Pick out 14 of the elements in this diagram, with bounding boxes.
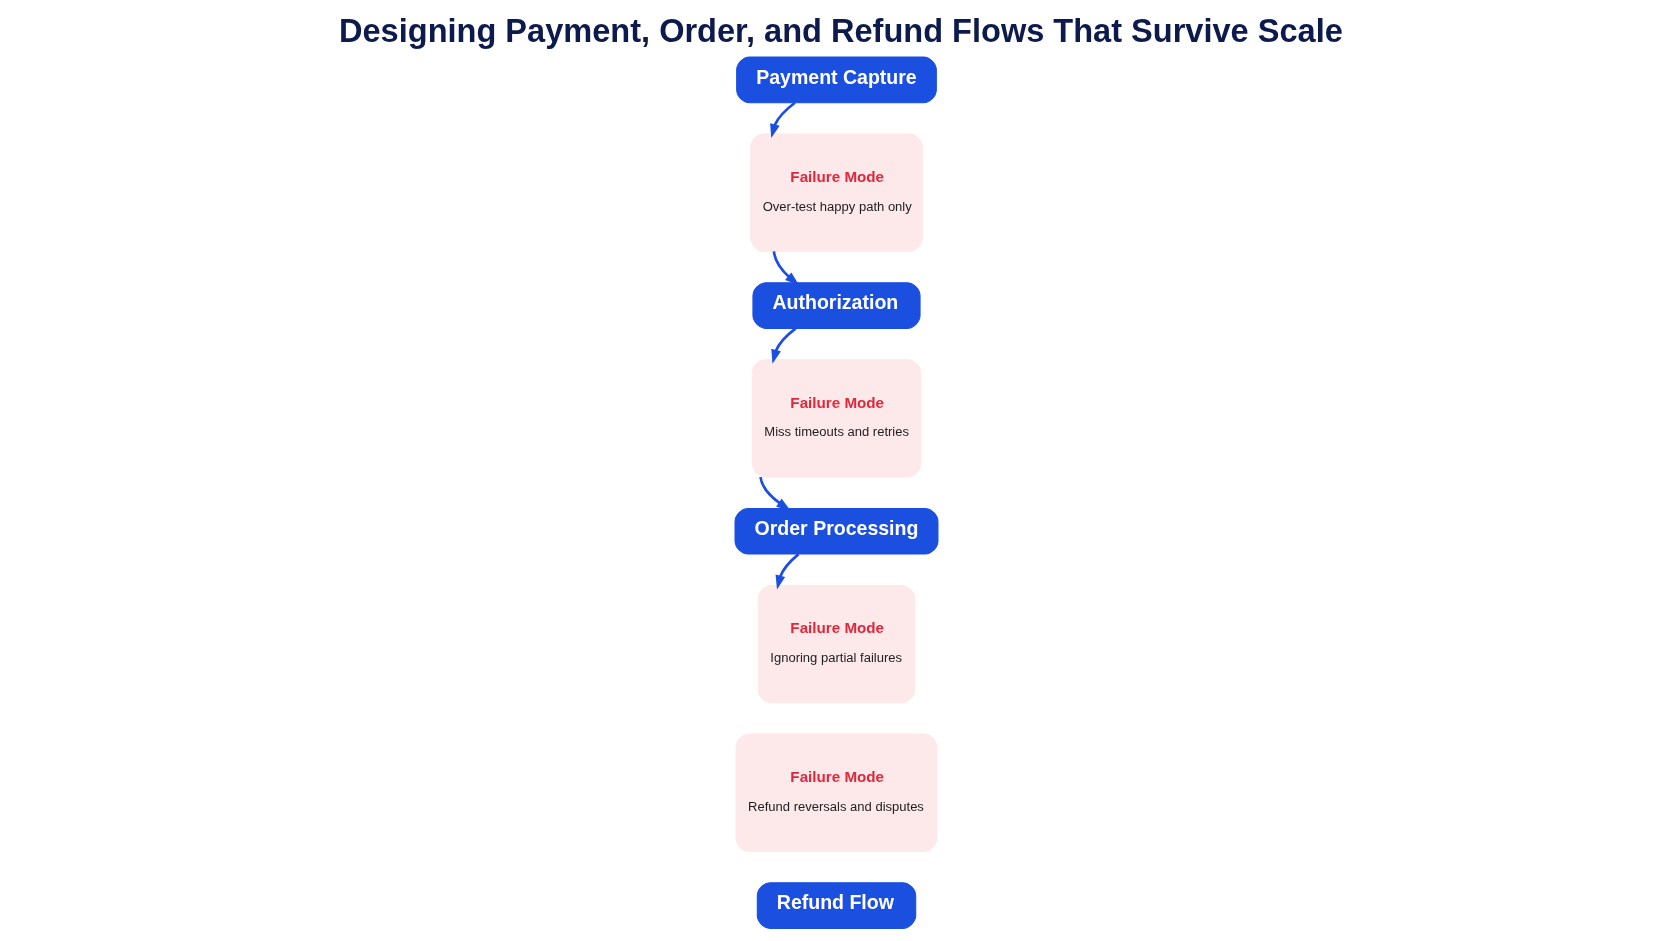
node-box: Failure Mode Ignoring partial failures: [757, 584, 915, 704]
node-box: Failure Mode Miss timeouts and retries: [751, 359, 921, 478]
node-box: Authorization: [751, 282, 921, 329]
arrow: [758, 476, 791, 511]
arrow: [772, 251, 799, 286]
arrow: [770, 327, 797, 364]
node-box: Order Processing: [734, 507, 938, 555]
node-box: Failure Mode Over-test happy path only: [749, 133, 923, 252]
node-box: Failure Mode Refund reversals and disputes: [735, 733, 937, 852]
node-box: Refund Flow: [756, 882, 916, 929]
arrow: [769, 101, 796, 139]
node-box: Payment Capture: [735, 56, 937, 104]
arrow: [775, 553, 799, 590]
diagram-title: Designing Payment, Order, and Refund Flows That Survive Scale: [338, 12, 1343, 49]
